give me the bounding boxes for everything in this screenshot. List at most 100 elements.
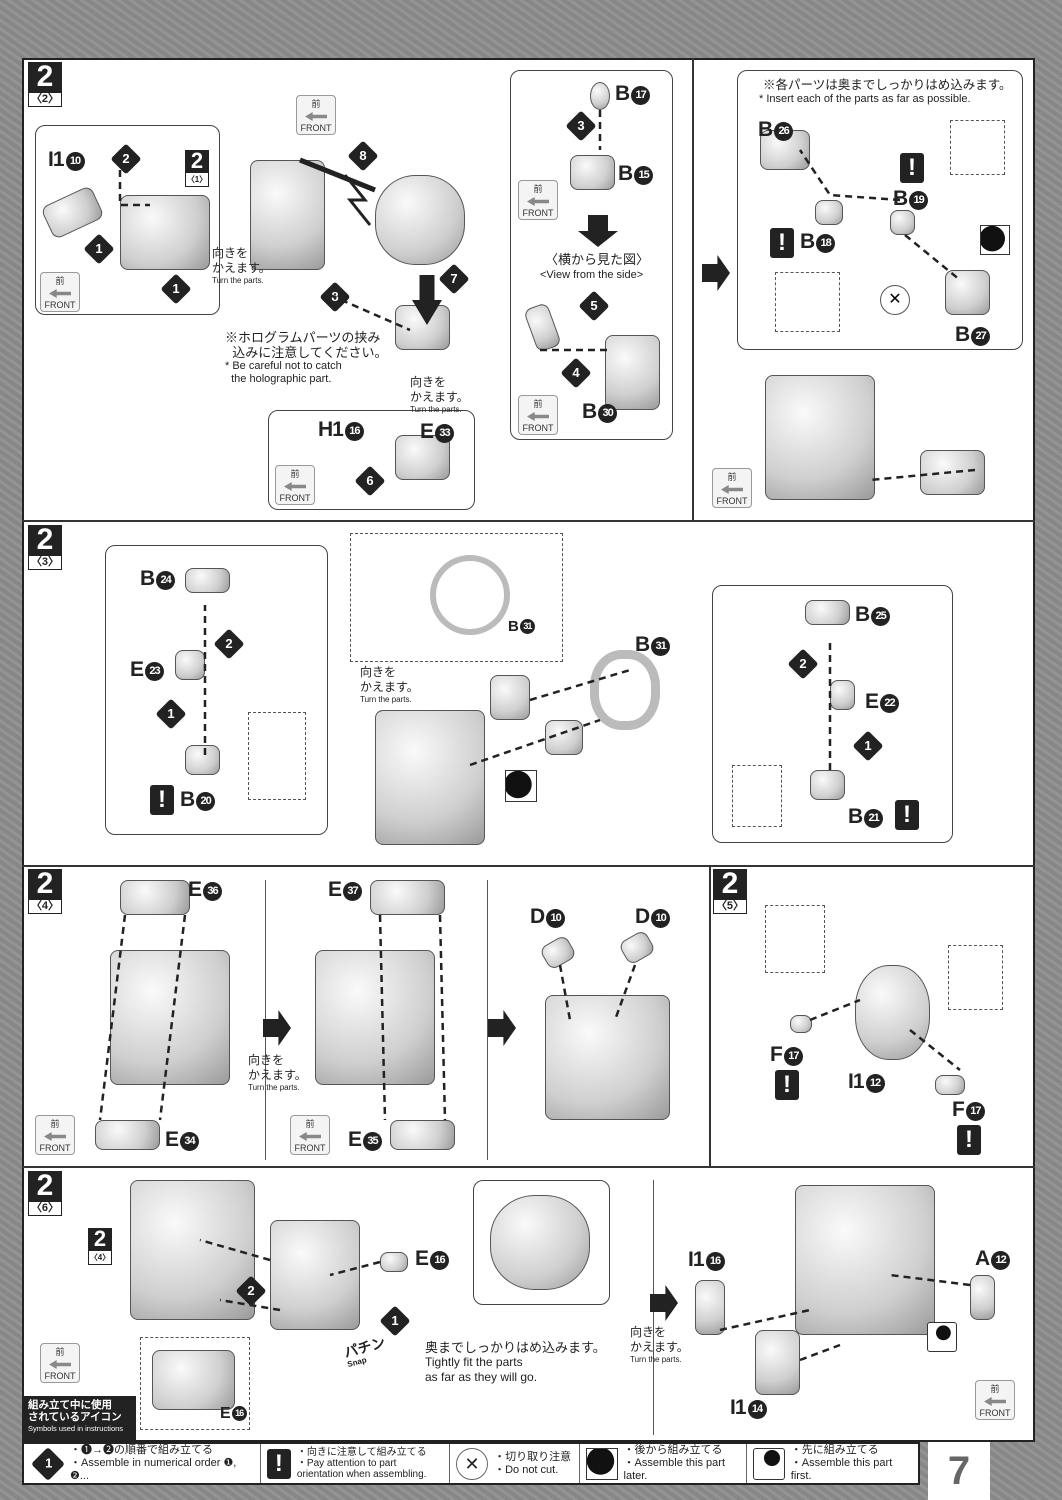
part-drawing (605, 335, 660, 410)
arrow-line (719, 1308, 811, 1332)
part-drawing (375, 175, 465, 265)
assemble-later-icon (585, 1447, 618, 1480)
assemble-first-icon (752, 1447, 785, 1480)
step-badge-2-3: 2〈3〉 (28, 525, 62, 570)
legend-item: 1・❶→❷の順番で組み立てる・Assemble in numerical ord… (24, 1444, 261, 1483)
part-drawing (765, 375, 875, 500)
arrow-line (613, 964, 637, 1021)
arrow-line (438, 914, 447, 1121)
legend-item: !・向きに注意して組み立てる・Pay attention to part ori… (261, 1444, 451, 1483)
part-drawing (590, 650, 660, 730)
arrow-line (329, 293, 411, 332)
divider (22, 1166, 1035, 1168)
detail-box (775, 272, 840, 332)
arrow-line (809, 998, 861, 1022)
orientation-warning-icon: ! (957, 1125, 981, 1155)
divider (709, 865, 711, 1166)
ref-badge-2-1: 2〈1〉 (185, 150, 209, 187)
part-drawing (970, 1275, 995, 1320)
exclamation-icon: ! (266, 1448, 291, 1479)
arrow-line (558, 964, 572, 1021)
arrow-line (343, 174, 372, 226)
turn-parts-note: 向きをかえます。Turn the parts. (212, 246, 271, 285)
arrow-line (158, 914, 187, 1121)
arrow-line (98, 914, 127, 1121)
part-drawing (270, 1220, 360, 1330)
detail-box (765, 905, 825, 973)
part-drawing (490, 675, 530, 720)
turn-parts-note: 向きをかえます。Turn the parts. (360, 665, 419, 704)
do-not-cut-icon: ✕ (456, 1447, 489, 1480)
part-drawing (315, 950, 435, 1085)
part-drawing (810, 770, 845, 800)
arrow-line (798, 149, 901, 202)
part-drawing (120, 880, 190, 915)
part-drawing (935, 1075, 965, 1095)
part-drawing (795, 1185, 935, 1335)
part-drawing (805, 600, 850, 625)
arrow-line (869, 468, 976, 482)
legend-item: ・先に組み立てる・Assemble this part first. (747, 1444, 918, 1483)
part-drawing (375, 710, 485, 845)
step-badge-2-5: 2〈5〉 (713, 869, 747, 914)
part-drawing (380, 1252, 408, 1272)
orientation-warning-icon: ! (895, 800, 919, 830)
turn-parts-note: 向きをかえます。Turn the parts. (248, 1053, 307, 1092)
step-diamond-icon: 1 (31, 1446, 65, 1481)
part-drawing (152, 1350, 235, 1410)
divider (22, 520, 1035, 522)
part-drawing (120, 195, 210, 270)
orientation-warning-icon: ! (770, 228, 794, 258)
divider (692, 58, 694, 520)
arrow-line (199, 1238, 271, 1262)
do-not-cut-icon: ✕ (880, 285, 910, 315)
part-drawing (760, 130, 810, 170)
arrow-line (378, 914, 387, 1121)
part-drawing (390, 1120, 455, 1150)
insert-note: ※各パーツは奥までしっかりはめ込みます。* Insert each of the… (759, 78, 1012, 105)
side-view-subtitle: <View from the side> (540, 269, 644, 281)
arrow-line (469, 718, 601, 767)
ref-badge-2-4: 2〈4〉 (88, 1228, 112, 1265)
part-drawing (370, 880, 445, 915)
part-drawing (185, 745, 220, 775)
arrow-line (299, 157, 376, 193)
arrow-line (909, 1029, 961, 1071)
arrow-line (219, 1298, 281, 1312)
arrow-line (529, 668, 631, 702)
part-drawing (695, 1280, 725, 1335)
